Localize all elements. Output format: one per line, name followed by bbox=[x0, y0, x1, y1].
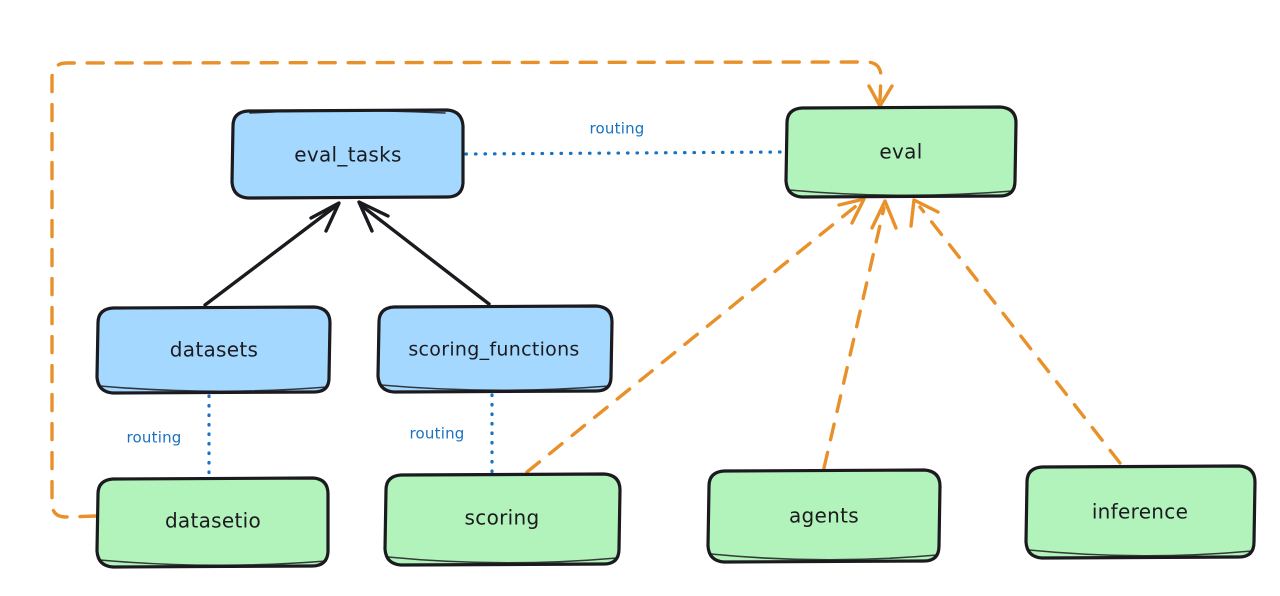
edge-datasetio-eval bbox=[50, 60, 894, 519]
node-datasetio-shape bbox=[95, 476, 330, 569]
edge-scoring-functions-eval-tasks bbox=[357, 200, 491, 306]
edge-agents-eval bbox=[822, 199, 898, 470]
edge-agents-eval-path bbox=[822, 206, 886, 470]
edge-datasets-eval-tasks bbox=[203, 201, 341, 307]
node-eval-sketch bbox=[788, 189, 1014, 197]
node-scoring[interactable]: scoring bbox=[383, 472, 622, 567]
edge-scoring-eval bbox=[525, 197, 866, 474]
edge-datasets-eval-tasks-arrowhead bbox=[309, 201, 341, 233]
node-inference-label: inference bbox=[1092, 500, 1188, 524]
node-inference-sketch bbox=[1028, 549, 1253, 557]
node-agents-sketch bbox=[710, 553, 938, 561]
edge-label-routing-scoring-functions: routing bbox=[410, 425, 465, 443]
node-eval[interactable]: eval bbox=[784, 105, 1018, 199]
node-inference[interactable]: inference bbox=[1024, 464, 1257, 560]
node-scoring-functions-label: scoring_functions bbox=[408, 339, 579, 361]
node-datasets-sketch bbox=[99, 385, 328, 393]
node-agents[interactable]: agents bbox=[706, 468, 942, 564]
node-inference-shape bbox=[1024, 464, 1257, 560]
edge-scoring-functions-eval-tasks-arrowhead bbox=[357, 200, 390, 233]
edge-datasetio-eval-arrowhead bbox=[867, 84, 894, 108]
edge-datasets-eval-tasks-path bbox=[203, 204, 338, 307]
node-eval-tasks[interactable]: eval_tasks bbox=[230, 108, 465, 200]
node-scoring-functions-sketch bbox=[380, 384, 610, 392]
edge-eval-tasks-eval bbox=[464, 150, 786, 156]
node-eval-tasks-label: eval_tasks bbox=[294, 143, 401, 167]
node-datasetio-label: datasetio bbox=[165, 509, 261, 533]
edge-agents-eval-arrowhead bbox=[870, 199, 898, 230]
node-datasets-label: datasets bbox=[170, 338, 258, 362]
edge-datasetio-eval-path bbox=[50, 60, 883, 519]
node-scoring-shape bbox=[383, 472, 622, 567]
node-datasets[interactable]: datasets bbox=[95, 305, 332, 395]
edge-label-routing-datasets: routing bbox=[127, 429, 182, 447]
node-datasetio[interactable]: datasetio bbox=[95, 476, 330, 569]
edge-eval-tasks-eval-path bbox=[464, 150, 786, 156]
edge-label-layer: routing routing routing bbox=[127, 120, 645, 447]
node-datasetio-sketch bbox=[99, 559, 327, 567]
edge-label-routing-eval-tasks: routing bbox=[590, 120, 645, 138]
node-scoring-functions[interactable]: scoring_functions bbox=[376, 304, 614, 394]
edge-layer bbox=[50, 60, 1122, 519]
edge-scoring-eval-arrowhead bbox=[837, 197, 866, 225]
edge-inference-eval-path bbox=[918, 205, 1122, 465]
edge-inference-eval bbox=[909, 198, 1122, 465]
node-scoring-label: scoring bbox=[465, 506, 540, 530]
node-scoring-functions-shape bbox=[376, 304, 614, 394]
node-eval-tasks-sketch bbox=[249, 109, 446, 114]
node-eval-shape bbox=[784, 105, 1018, 199]
node-eval-tasks-shape bbox=[230, 108, 465, 200]
node-datasets-shape bbox=[95, 305, 332, 395]
node-agents-shape bbox=[706, 468, 942, 564]
edge-inference-eval-arrowhead bbox=[909, 198, 940, 228]
node-scoring-sketch bbox=[387, 556, 618, 564]
node-agents-label: agents bbox=[789, 504, 859, 528]
edge-scoring-eval-path bbox=[525, 204, 858, 474]
node-eval-label: eval bbox=[879, 140, 922, 164]
edge-scoring-functions-eval-tasks-path bbox=[360, 204, 491, 306]
